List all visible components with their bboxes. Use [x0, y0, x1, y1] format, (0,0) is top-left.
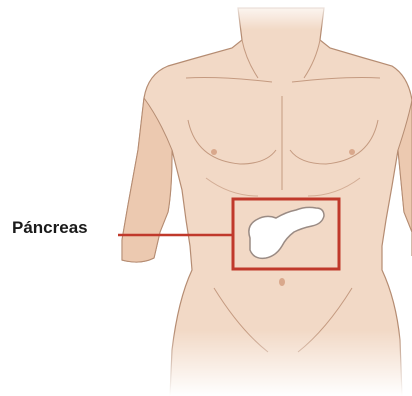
nipple-right	[349, 149, 355, 155]
navel	[279, 278, 285, 286]
nipple-left	[211, 149, 217, 155]
bottom-fade	[0, 330, 412, 396]
pancreas-label: Páncreas	[12, 218, 88, 238]
top-fade	[0, 0, 412, 30]
